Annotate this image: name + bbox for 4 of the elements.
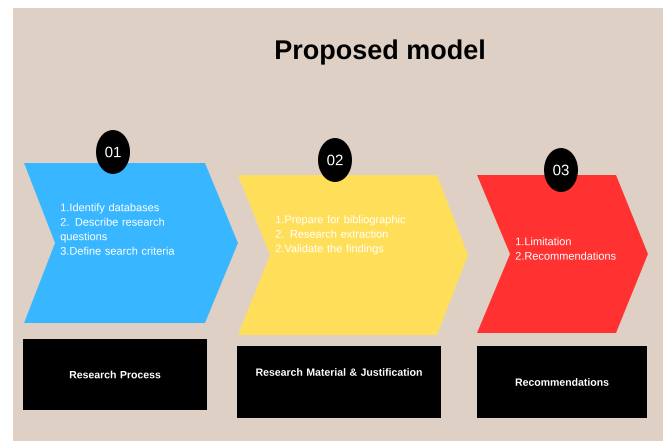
label-box: Research Process	[23, 338, 207, 410]
label-box: Recommendations	[477, 346, 647, 418]
title: Proposed model	[276, 39, 484, 65]
label-box: Research Material & Justification	[237, 346, 441, 418]
